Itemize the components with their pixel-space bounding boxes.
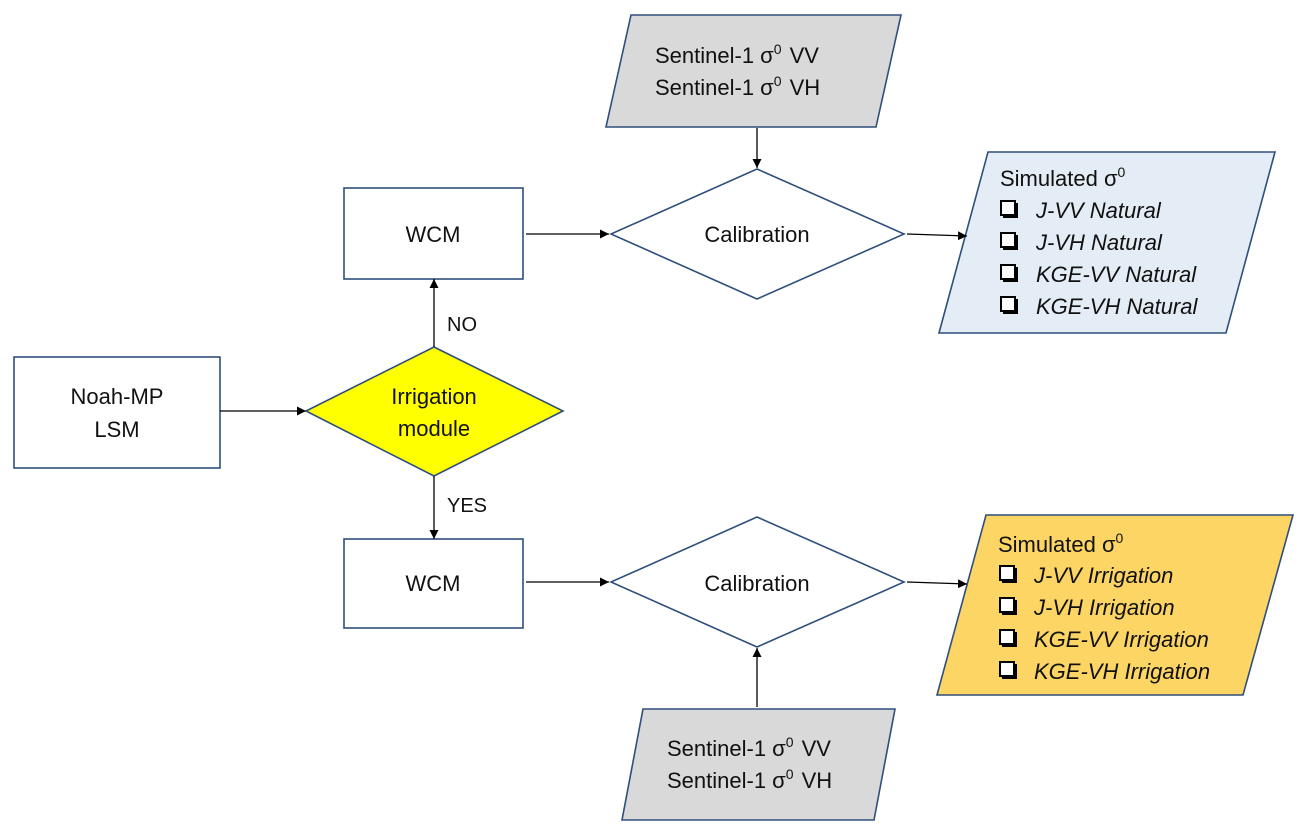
natural-item-3: KGE-VV Natural (1036, 262, 1197, 287)
irrigation-label-line2: module (398, 416, 470, 441)
wcm-natural-box (343, 187, 524, 280)
calibration-irrigation-label: Calibration (704, 571, 809, 596)
irrigation-item-1: J-VV Irrigation (1033, 563, 1173, 588)
calibration-natural-decision (609, 168, 906, 300)
irrigation-output-title: Simulated σ0 (998, 530, 1124, 557)
noah-mp-lsm-box (13, 356, 221, 469)
simulated-natural-output (937, 151, 1277, 334)
arrow-calibration-to-irrigation-output (906, 579, 968, 589)
natural-item-2: J-VH Natural (1035, 230, 1163, 255)
irrigation-module-decision (304, 346, 565, 477)
wcm-irrigation-box (343, 538, 524, 629)
natural-item-4: KGE-VH Natural (1036, 294, 1198, 319)
wcm-natural-label: WCM (406, 222, 461, 247)
sentinel-input-top (605, 14, 902, 128)
edge-label-yes: YES (447, 495, 487, 517)
noah-label-line1: Noah-MP (71, 384, 164, 409)
sentinel-input-bottom (621, 708, 896, 821)
irrigation-output-list: J-VV Irrigation J-VH Irrigation KGE-VV I… (999, 563, 1210, 684)
edge-label-no: NO (447, 314, 477, 336)
natural-output-list: J-VV Natural J-VH Natural KGE-VV Natural… (1000, 198, 1198, 319)
irrigation-item-4: KGE-VH Irrigation (1034, 659, 1210, 684)
irrigation-item-3: KGE-VV Irrigation (1034, 627, 1209, 652)
natural-item-1: J-VV Natural (1035, 198, 1162, 223)
irrigation-label-line1: Irrigation (391, 384, 477, 409)
wcm-irrigation-label: WCM (406, 571, 461, 596)
calibration-natural-label: Calibration (704, 222, 809, 247)
noah-label-line2: LSM (94, 417, 139, 442)
simulated-irrigation-output (935, 514, 1295, 696)
irrigation-item-2: J-VH Irrigation (1033, 595, 1175, 620)
arrow-calibration-to-natural-output (906, 231, 968, 241)
natural-output-title: Simulated σ0 (1000, 164, 1126, 191)
calibration-irrigation-decision (609, 516, 906, 648)
